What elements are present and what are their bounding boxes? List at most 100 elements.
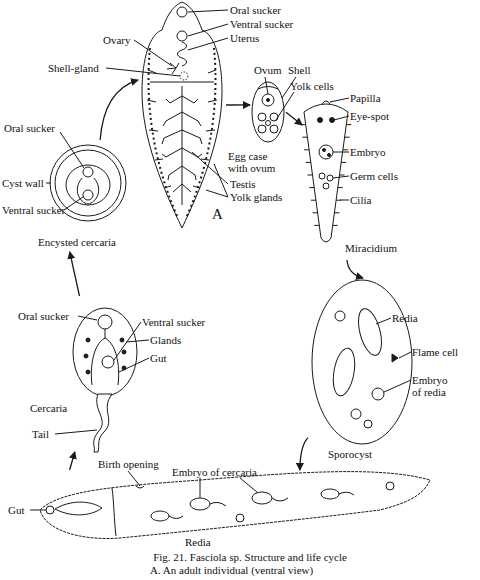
eye-spot xyxy=(330,118,335,123)
life-cycle-arrow xyxy=(70,452,75,470)
cyst-gut xyxy=(77,178,98,204)
stage-name: Miracidium xyxy=(345,242,397,254)
cercaria-gut xyxy=(91,329,118,385)
miracidium-body xyxy=(304,104,348,242)
gland xyxy=(86,338,90,342)
part-label: Uterus xyxy=(230,32,259,44)
life-cycle-arrow xyxy=(100,80,138,140)
part-label: Germ cells xyxy=(350,170,398,182)
gland xyxy=(120,338,124,342)
ventral-sucker xyxy=(177,31,187,41)
part-label: Shell xyxy=(288,64,311,76)
yolk-cell xyxy=(270,113,278,121)
part-label: Eye-spot xyxy=(350,110,389,122)
ventral-sucker xyxy=(102,356,114,368)
cilia xyxy=(301,125,352,226)
part-label: Papilla xyxy=(350,92,381,104)
shell-gland xyxy=(180,72,188,80)
part-label: Yolk cells xyxy=(290,80,334,92)
oral-sucker xyxy=(83,167,93,177)
uterus-coil xyxy=(178,42,187,66)
yolk-cell xyxy=(258,113,266,121)
germ-cell xyxy=(323,183,329,189)
leader-line xyxy=(376,318,411,392)
redia-embryo xyxy=(351,409,361,419)
redia-body xyxy=(40,472,430,539)
stage-node: Encysted cercaria xyxy=(44,140,136,252)
redia-embryo xyxy=(364,420,372,428)
part-label: Cilia xyxy=(350,194,371,206)
stage-name: Sporocyst xyxy=(328,448,372,460)
stage-node: Redia xyxy=(38,470,433,552)
yolk-cell xyxy=(258,125,266,133)
cercaria-embryo-tail xyxy=(169,516,183,519)
cercaria-embryo-tail xyxy=(339,492,354,495)
figure-caption: Fig. 21. Fasciola sp. Structure and life… xyxy=(20,551,480,563)
germ-ball xyxy=(386,482,394,490)
fluke-body xyxy=(142,2,222,228)
stage-name: Redia xyxy=(185,536,211,548)
cercaria-embryo xyxy=(151,511,169,521)
part-label: Flame cell xyxy=(412,346,458,358)
germ-ball xyxy=(236,514,244,522)
germ-cell xyxy=(319,173,325,179)
sporocyst-wall xyxy=(312,280,412,444)
part-label: Oral sucker xyxy=(230,4,281,16)
gland xyxy=(86,370,90,374)
stage-name: A xyxy=(212,206,223,223)
part-label: Ovary xyxy=(103,34,131,46)
part-label: Ventral sucker xyxy=(142,316,205,328)
part-label: Embryo of redia xyxy=(412,374,458,398)
cercaria-tail xyxy=(94,394,112,452)
cercaria-embryo xyxy=(190,498,210,510)
yolk-glands-right xyxy=(186,48,216,218)
life-cycle-arrow xyxy=(226,104,250,105)
redia-inside xyxy=(354,306,386,358)
yolk-gland-twigs xyxy=(147,70,217,188)
leader-line xyxy=(330,98,349,200)
leader-line xyxy=(55,316,149,434)
flame-cell xyxy=(392,354,398,362)
part-label: Embryo of cercaria xyxy=(172,466,257,478)
cercaria-embryo xyxy=(321,489,339,499)
part-label: Redia xyxy=(392,312,418,324)
life-cycle-arrow xyxy=(347,260,363,278)
part-label: Cyst wall xyxy=(2,177,44,189)
yolk-cell xyxy=(266,121,271,126)
redia-gut xyxy=(55,502,102,515)
life-cycle-arrow xyxy=(70,252,80,296)
part-label: Glands xyxy=(150,334,181,346)
embryo-dot xyxy=(328,154,331,157)
ovary-branches xyxy=(167,63,179,74)
yolk-cell xyxy=(270,125,278,133)
part-label: Yolk glands xyxy=(230,191,282,203)
part-label: Ovum xyxy=(254,64,282,76)
stage-name: Encysted cercaria xyxy=(38,236,116,248)
birth-opening xyxy=(136,486,144,488)
egg-shell xyxy=(252,82,284,142)
stage-node: Sporocyst xyxy=(308,278,418,468)
stage-name: Cercaria xyxy=(30,402,67,414)
ovum-nucleus xyxy=(267,99,270,102)
redia-inside xyxy=(330,347,358,398)
ovum xyxy=(262,94,274,106)
papilla xyxy=(322,101,330,104)
part-label: A. An adult individual (ventral view) xyxy=(150,564,313,576)
egg-case xyxy=(252,77,296,142)
cercaria-embryo xyxy=(252,492,272,504)
operculum xyxy=(258,87,278,90)
eye-spot xyxy=(318,118,323,123)
gland xyxy=(122,350,126,354)
miracidium xyxy=(301,98,352,242)
cercaria xyxy=(55,308,149,452)
life-cycle-arrow xyxy=(286,112,302,125)
gland xyxy=(84,354,88,358)
redia xyxy=(30,471,430,538)
part-label: Gut xyxy=(150,352,167,364)
cercaria-embryo-tail xyxy=(272,498,288,501)
oral-sucker xyxy=(177,7,187,17)
part-label: Shell-gland xyxy=(48,62,99,74)
part-label: Embryo xyxy=(350,146,385,158)
